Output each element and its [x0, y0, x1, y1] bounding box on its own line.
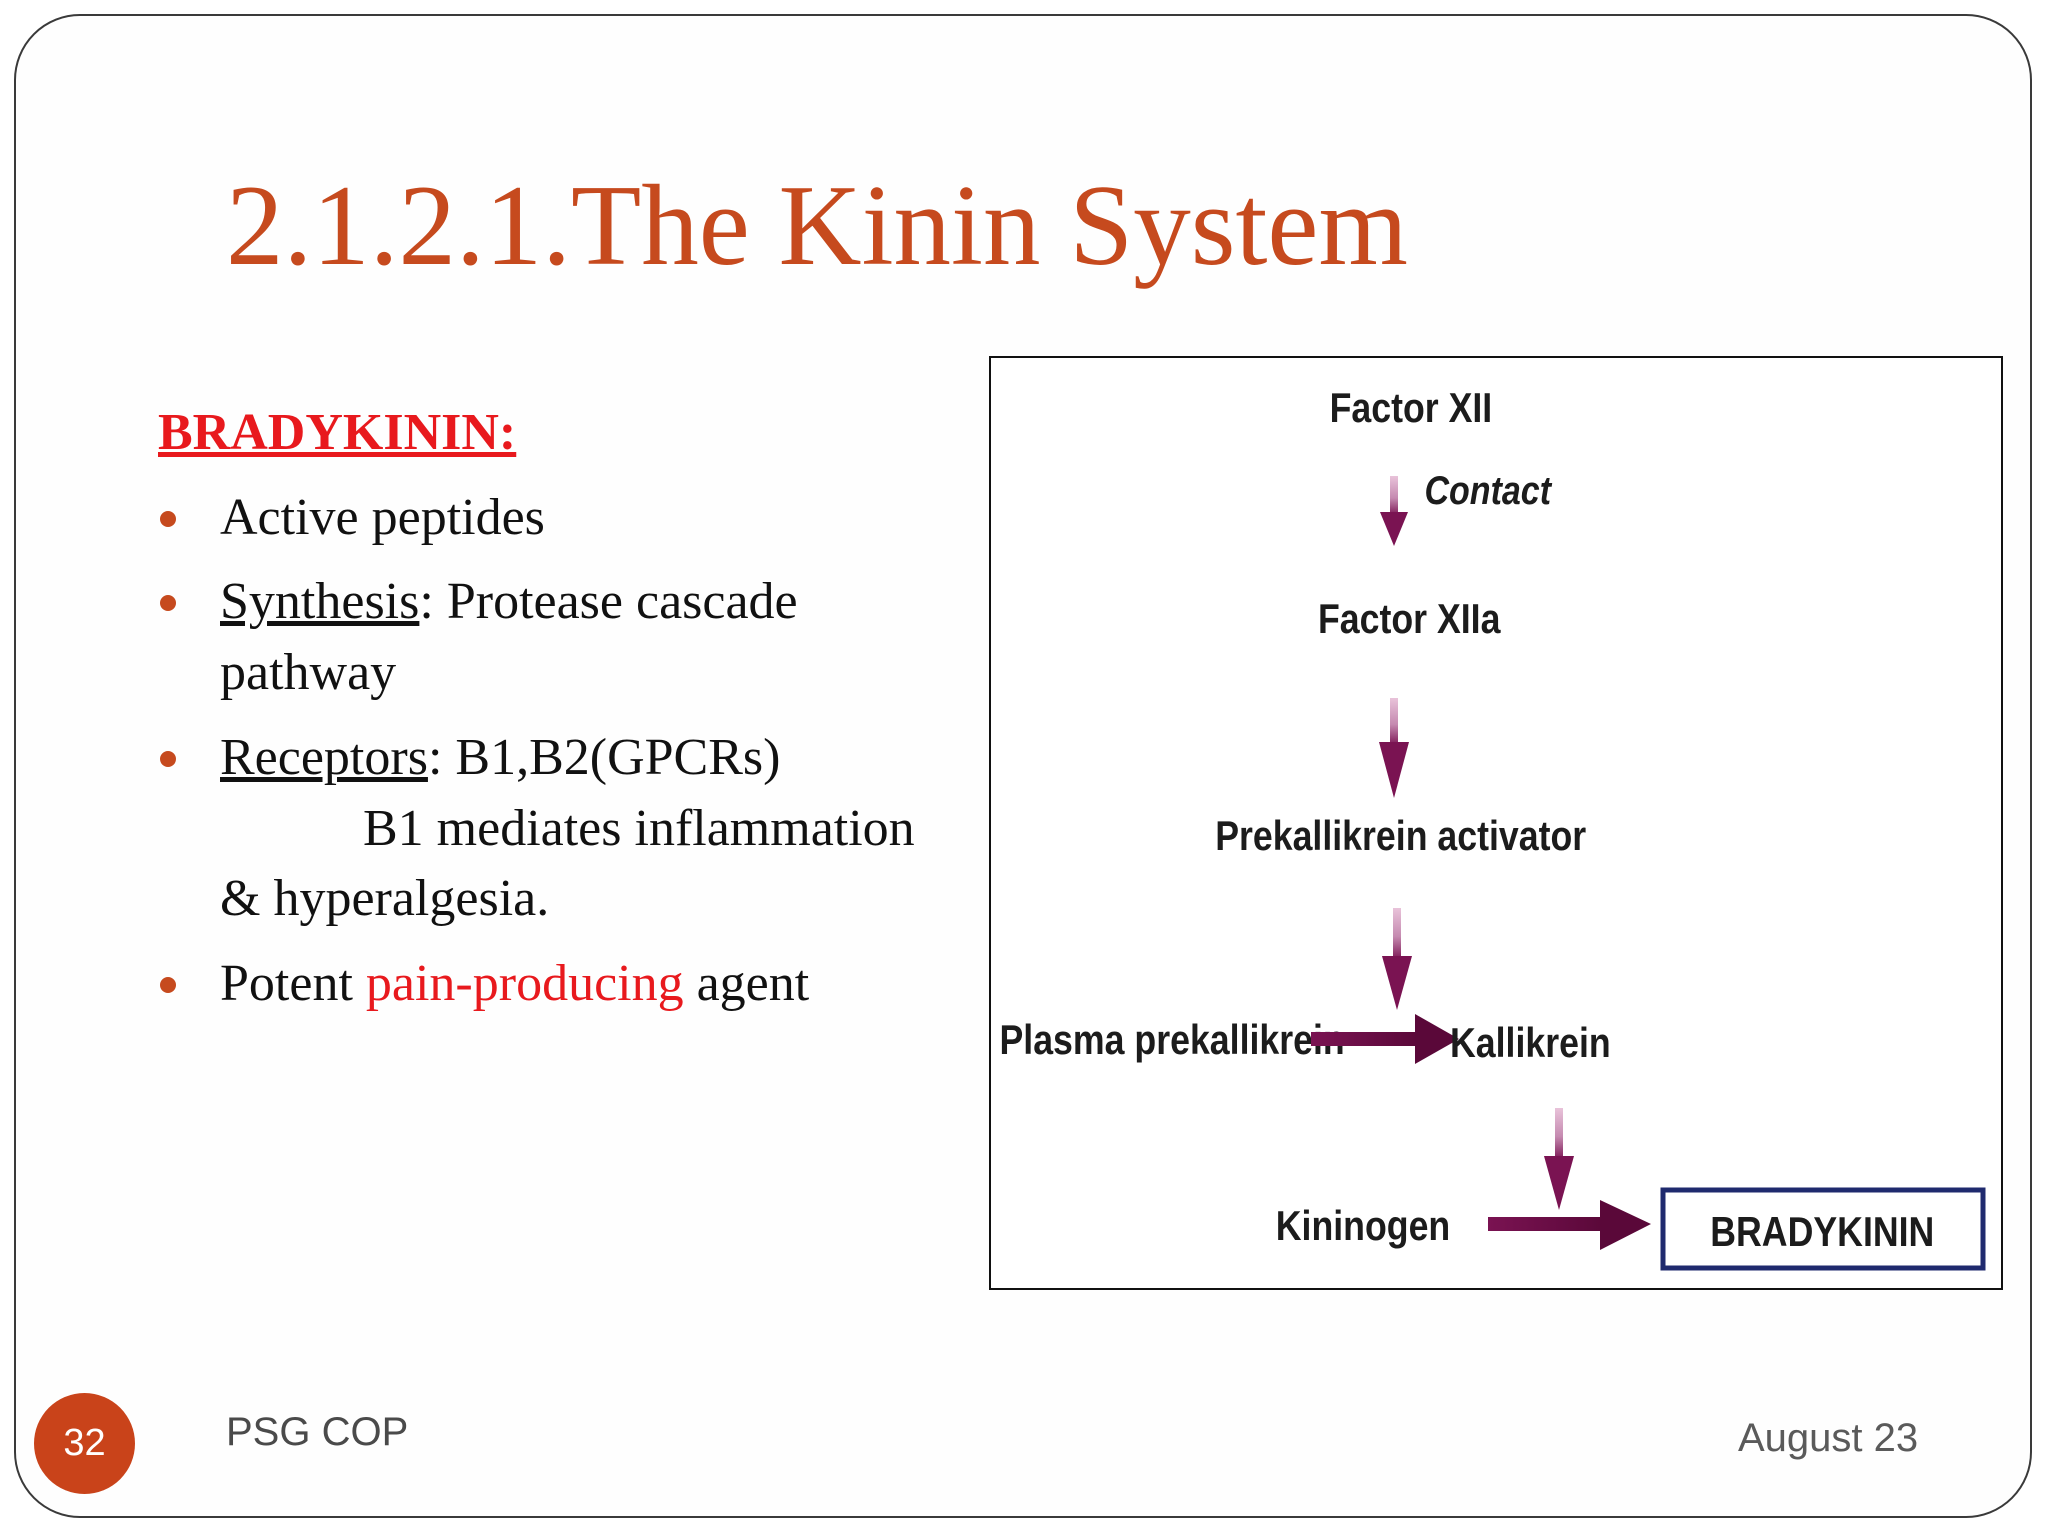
slide-title: 2.1.2.1.The Kinin System — [226, 162, 1408, 289]
bullet-item: Receptors: B1,B2(GPCRs) B1 mediates infl… — [158, 723, 978, 935]
bullet-subtext: B1 mediates inflammation — [363, 799, 915, 857]
content-text: BRADYKININ: Active peptides Synthesis: P… — [158, 398, 978, 1034]
bullet-list: Active peptides Synthesis: Protease casc… — [158, 483, 978, 1020]
bradykinin-box — [1660, 1187, 1986, 1271]
bullet-text: Protease cascade pathway — [220, 573, 798, 702]
footer-organization: PSG COP — [226, 1410, 409, 1454]
bullet-text: Active peptides — [220, 488, 545, 546]
down-arrow-2 — [1379, 698, 1409, 798]
kinin-pathway-diagram: Factor XII Contact Factor XIIa Prekallik… — [989, 356, 2003, 1290]
bullet-subtext-cont: & hyperalgesia. — [220, 870, 550, 928]
bullet-text: agent — [683, 955, 810, 1013]
bullet-label: Receptors — [220, 728, 428, 786]
label-bradykinin: BRADYKININ — [1710, 1209, 1934, 1255]
right-arrow-1 — [1311, 1014, 1459, 1064]
right-arrow-2 — [1488, 1200, 1651, 1250]
label-plasma-prekallikrein: Plasma prekallikrein — [1000, 1017, 1345, 1063]
down-arrow-1 — [1380, 476, 1408, 546]
label-prekallikrein-activator: Prekallikrein activator — [1215, 813, 1586, 859]
bullet-item: Active peptides — [158, 483, 978, 554]
label-factor-xii: Factor XII — [1330, 385, 1493, 431]
bullet-label: Synthesis — [220, 573, 420, 631]
section-heading: BRADYKININ: — [158, 404, 517, 461]
bullet-separator: : — [427, 728, 456, 786]
page-number-badge: 32 — [34, 1393, 135, 1494]
pathway-svg: Factor XII Contact Factor XIIa Prekallik… — [1000, 385, 1986, 1271]
down-arrow-3 — [1382, 908, 1412, 1010]
bullet-item: Synthesis: Protease cascade pathway — [158, 567, 978, 708]
bullet-highlight: pain-producing — [365, 955, 684, 1013]
bullet-text: Potent — [220, 955, 366, 1013]
label-kallikrein: Kallikrein — [1450, 1020, 1611, 1066]
label-factor-xiia: Factor XIIa — [1318, 596, 1501, 642]
bullet-text: B1,B2(GPCRs) — [455, 728, 781, 786]
down-arrow-4 — [1544, 1108, 1574, 1210]
label-contact: Contact — [1425, 467, 1553, 512]
footer-date: August 23 — [1738, 1416, 1919, 1460]
label-kininogen: Kininogen — [1276, 1203, 1450, 1249]
bullet-separator: : — [419, 573, 447, 631]
bullet-item: Potent pain-producing agent — [158, 949, 978, 1020]
